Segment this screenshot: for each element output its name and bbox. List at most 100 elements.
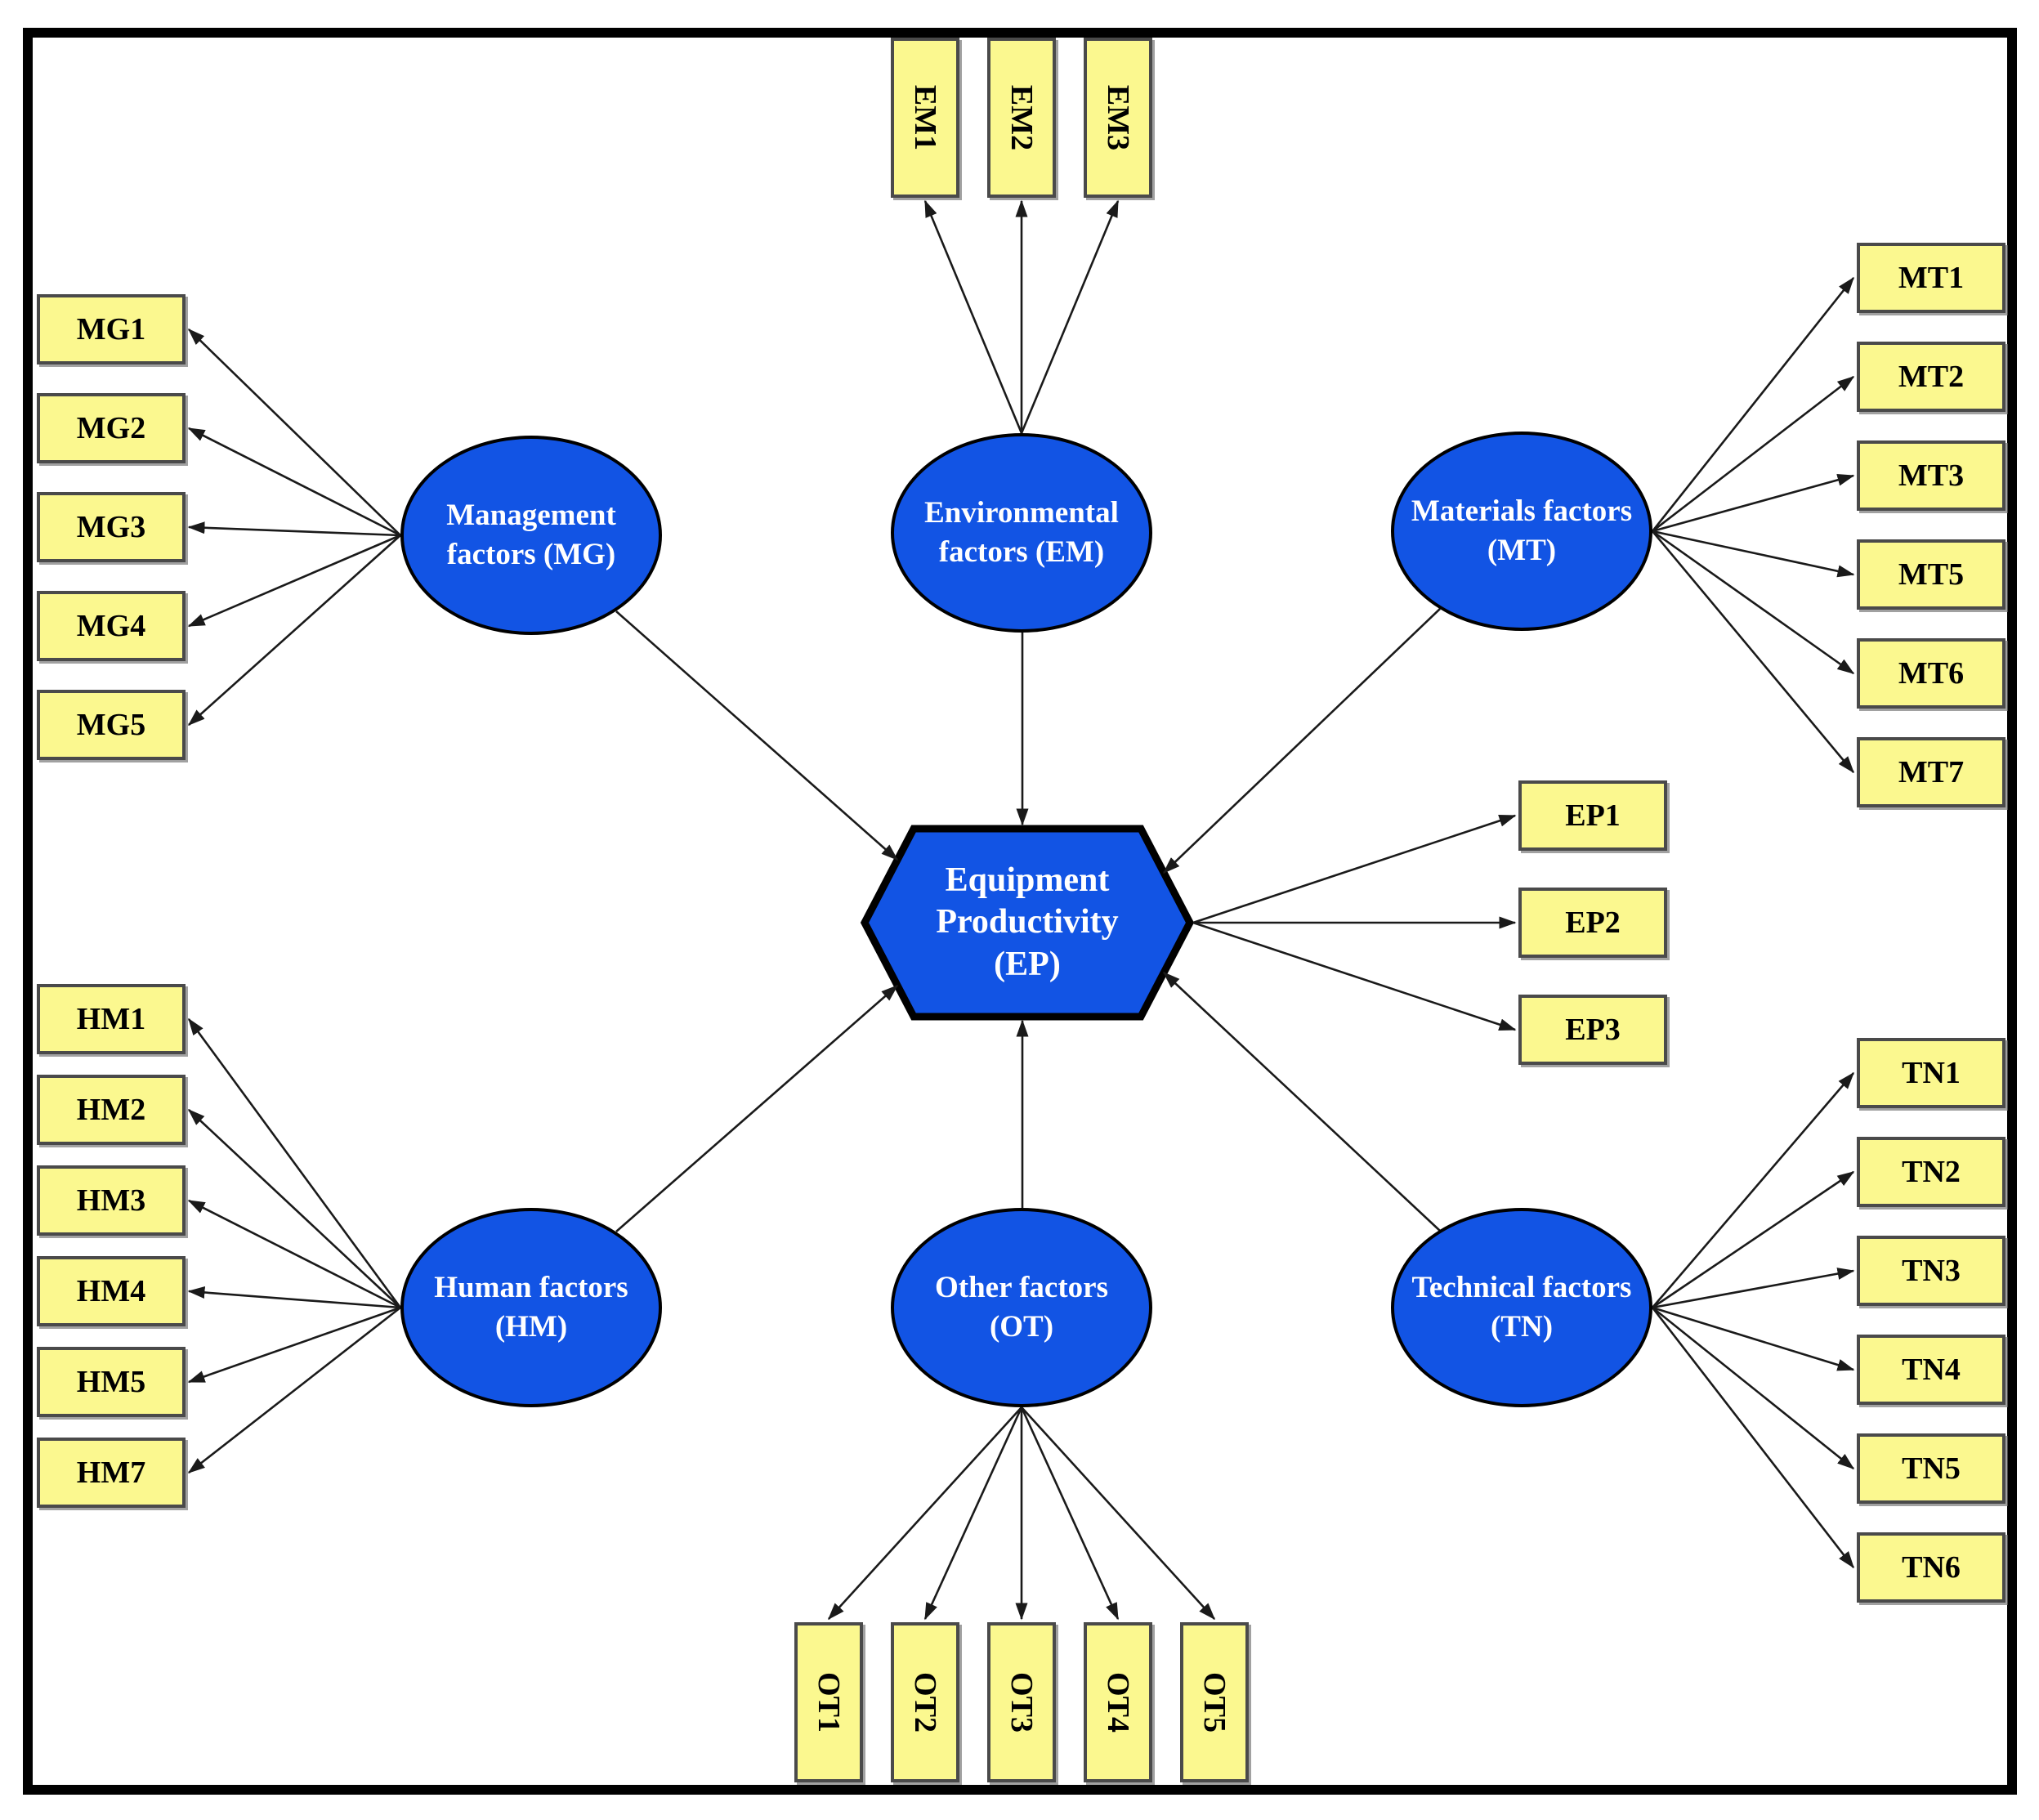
indicator-box-MG1: MG1 [37, 294, 186, 364]
indicator-label-MT6: MT6 [1898, 656, 1965, 691]
indicator-label-OT2: OT2 [908, 1672, 942, 1733]
arrow-OT-to-OT1 [827, 1406, 1022, 1621]
indicator-label-EM3: EM3 [1101, 84, 1135, 151]
latent-ellipse-HM: Human factors(HM) [400, 1208, 662, 1407]
latent-label-OT-line2: (OT) [989, 1310, 1054, 1344]
edges-group [187, 199, 1855, 1621]
indicator-label-HM3: HM3 [76, 1183, 146, 1218]
arrow-OT-to-OT4 [1020, 1406, 1120, 1621]
arrow-HM-to-HM5 [187, 1306, 401, 1384]
indicator-label-MT1: MT1 [1898, 261, 1965, 295]
arrow-HM-to-HM2 [187, 1108, 401, 1308]
arrow-HM-to-HM3 [187, 1199, 401, 1309]
indicator-label-EM2: EM2 [1004, 84, 1039, 151]
latent-label-EM-line1: Environmental [924, 495, 1119, 530]
arrow-HM-to-HM1 [187, 1017, 402, 1308]
indicator-label-EP3: EP3 [1565, 1013, 1621, 1047]
latent-label-TN-line2: (TN) [1490, 1310, 1554, 1344]
indicator-box-TN4: TN4 [1857, 1335, 2005, 1405]
indicator-box-HM3: HM3 [37, 1165, 186, 1236]
indicator-label-HM5: HM5 [76, 1365, 146, 1399]
latent-label-MG-line1: Management [446, 498, 616, 532]
arrow-MG-to-MG2 [187, 427, 401, 537]
indicator-box-MT1: MT1 [1857, 243, 2005, 313]
indicator-label-TN3: TN3 [1902, 1254, 1961, 1288]
latent-label-MT-line1: Materials factors [1411, 494, 1633, 528]
arrow-MT-to-MT3 [1652, 473, 1855, 533]
indicator-label-EP2: EP2 [1565, 906, 1621, 940]
indicator-label-MT2: MT2 [1898, 360, 1965, 394]
indicator-box-TN2: TN2 [1857, 1137, 2005, 1207]
indicator-label-OT1: OT1 [812, 1672, 846, 1733]
latent-ellipse-OT: Other factors (OT) [891, 1208, 1152, 1407]
indicator-box-OT4: OT4 [1084, 1622, 1152, 1782]
latent-label-EM-line2: factors (EM) [938, 535, 1105, 569]
indicator-box-HM2: HM2 [37, 1075, 186, 1145]
indicator-box-EP3: EP3 [1518, 995, 1667, 1065]
indicator-label-OT5: OT5 [1197, 1672, 1232, 1733]
latent-ellipse-MG: Management factors (MG) [400, 436, 662, 635]
indicator-label-EP1: EP1 [1565, 798, 1621, 833]
indicator-label-MG4: MG4 [76, 609, 146, 643]
indicator-box-HM1: HM1 [37, 984, 186, 1054]
indicator-label-HM7: HM7 [76, 1456, 146, 1490]
indicator-label-HM2: HM2 [76, 1093, 146, 1127]
indicator-label-MG1: MG1 [76, 312, 146, 347]
arrow-TN-to-TN2 [1652, 1170, 1855, 1309]
arrow-TN-to-TN1 [1652, 1071, 1854, 1308]
indicator-box-MT7: MT7 [1857, 737, 2005, 807]
indicator-box-TN1: TN1 [1857, 1038, 2005, 1108]
indicator-box-MG2: MG2 [37, 393, 186, 463]
indicator-label-MG2: MG2 [76, 411, 146, 445]
indicator-label-TN2: TN2 [1902, 1155, 1961, 1189]
indicator-label-TN5: TN5 [1902, 1451, 1961, 1486]
arrow-TN-to-TN5 [1652, 1306, 1855, 1470]
hexagon-equipment-productivity [860, 825, 1195, 1021]
indicator-label-MG3: MG3 [76, 510, 146, 544]
arrow-HM-to-HM4 [187, 1286, 401, 1309]
arrow-MT-to-MT1 [1651, 276, 1855, 532]
arrow-MT-to-MT2 [1652, 375, 1855, 533]
latent-label-HM-line2: (HM) [494, 1310, 568, 1344]
indicator-box-EM2: EM2 [987, 38, 1056, 198]
diagram-frame-border [23, 28, 2017, 1795]
indicator-box-MG4: MG4 [37, 591, 186, 661]
latent-ellipse-EM: Environmental factors (EM) [891, 433, 1152, 633]
arrow-MG-to-MG3 [187, 521, 401, 537]
arrow-OT-to-OT5 [1021, 1406, 1216, 1621]
indicator-label-TN4: TN4 [1902, 1353, 1961, 1387]
latent-label-OT-line1: Other factors [935, 1270, 1108, 1304]
arrow-EP-to-EP1 [1192, 814, 1517, 924]
latent-label-MT-line2: (MT) [1487, 534, 1557, 567]
indicator-label-HM1: HM1 [76, 1002, 146, 1036]
indicator-box-EM1: EM1 [891, 38, 959, 198]
arrow-EP-to-EP3 [1192, 921, 1517, 1031]
indicator-box-HM5: HM5 [37, 1347, 186, 1417]
indicator-box-HM4: HM4 [37, 1256, 186, 1326]
indicator-label-OT4: OT4 [1101, 1672, 1135, 1733]
arrow-MT-to-MT6 [1652, 530, 1855, 675]
indicator-box-TN6: TN6 [1857, 1532, 2005, 1603]
indicator-box-EP2: EP2 [1518, 888, 1667, 958]
latent-label-TN-line1: Technical factors [1411, 1270, 1632, 1304]
path-TN-to-EP [1162, 971, 1441, 1232]
indicator-box-OT2: OT2 [891, 1622, 959, 1782]
indicator-box-MG5: MG5 [37, 690, 186, 760]
path-HM-to-EP [615, 985, 899, 1232]
arrow-HM-to-HM7 [187, 1306, 401, 1474]
indicator-box-EM3: EM3 [1084, 38, 1152, 198]
arrow-TN-to-TN3 [1652, 1268, 1855, 1309]
indicator-box-MT2: MT2 [1857, 342, 2005, 412]
indicator-label-OT3: OT3 [1004, 1672, 1039, 1733]
latent-ellipse-TN: Technical factors (TN) [1391, 1208, 1652, 1407]
arrow-MT-to-MT7 [1652, 530, 1854, 774]
arrow-EM-to-EM3 [1020, 199, 1120, 434]
arrow-MG-to-MG4 [187, 534, 401, 628]
latent-label-MG-line2: factors (MG) [446, 538, 616, 571]
arrow-MT-to-MT5 [1652, 530, 1855, 578]
indicator-box-TN3: TN3 [1857, 1236, 2005, 1306]
indicator-box-TN5: TN5 [1857, 1433, 2005, 1504]
indicator-label-HM4: HM4 [76, 1274, 146, 1308]
